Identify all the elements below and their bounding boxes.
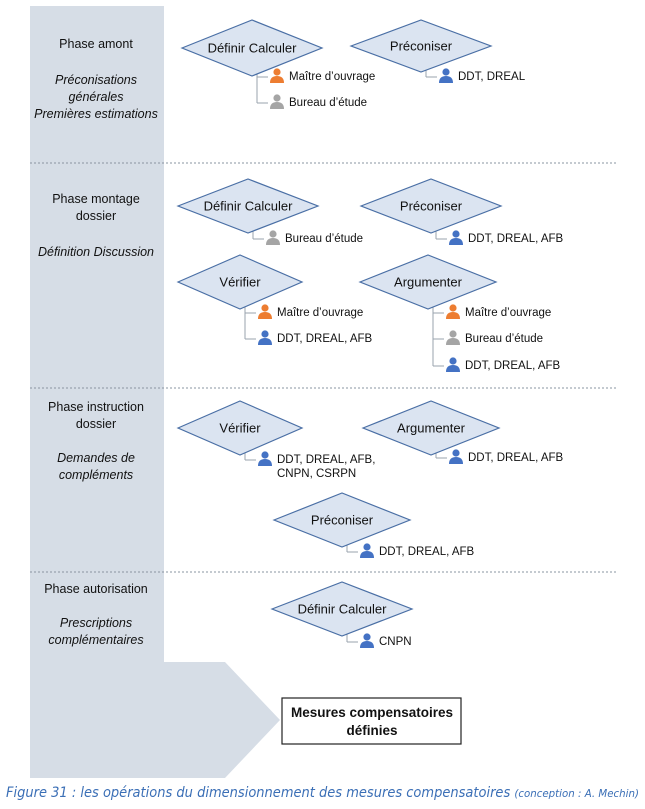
activity-label: Vérifier bbox=[219, 275, 261, 290]
actor-label: DDT, DREAL bbox=[458, 71, 526, 83]
activity-diamond bbox=[176, 254, 304, 310]
phase-subtitle: Premières estimations bbox=[34, 107, 158, 121]
activity-diamond bbox=[361, 400, 501, 456]
phase-subtitle: Préconisations bbox=[55, 73, 137, 87]
activity-diamond bbox=[349, 19, 493, 73]
caption-credit: (conception : A. Mechin) bbox=[514, 787, 639, 800]
activity-label: Vérifier bbox=[219, 421, 261, 436]
person-icon bbox=[446, 330, 460, 345]
person-icon bbox=[446, 304, 460, 319]
phase-column bbox=[30, 6, 280, 778]
activity-label: Préconiser bbox=[390, 39, 453, 54]
actor-label: CNPN bbox=[379, 636, 412, 648]
phase-separators bbox=[30, 162, 617, 573]
actor-label: CNPN, CSRPN bbox=[277, 468, 356, 480]
phase-title: dossier bbox=[76, 209, 116, 223]
activity-diamond bbox=[180, 19, 324, 77]
person-icon bbox=[270, 94, 284, 109]
person-icon bbox=[439, 68, 453, 83]
actor-label: Bureau d’étude bbox=[289, 97, 367, 109]
phase-subtitle: compléments bbox=[59, 468, 133, 482]
actor-label: Maître d’ouvrage bbox=[277, 307, 363, 319]
activity-label: Préconiser bbox=[400, 199, 463, 214]
actor-label: Bureau d’étude bbox=[465, 333, 543, 345]
phase-title: dossier bbox=[76, 417, 116, 431]
phase-title: Phase instruction bbox=[48, 400, 144, 414]
activity-label: Argumenter bbox=[394, 275, 463, 290]
phase-column-arrow bbox=[30, 6, 280, 778]
activity-diamond bbox=[272, 492, 412, 548]
person-icon bbox=[266, 230, 280, 245]
actor-label: Maître d’ouvrage bbox=[289, 71, 375, 83]
activity-diamond bbox=[176, 400, 304, 456]
figure-caption: Figure 31 : les opérations du dimensionn… bbox=[6, 785, 639, 801]
person-icon bbox=[360, 633, 374, 648]
person-icon bbox=[446, 357, 460, 372]
person-icon bbox=[449, 230, 463, 245]
person-icon bbox=[258, 451, 272, 466]
person-icon bbox=[258, 330, 272, 345]
phase-subtitle: Définition Discussion bbox=[38, 245, 154, 259]
actor-label: DDT, DREAL, AFB bbox=[277, 333, 373, 345]
actor-label: Maître d’ouvrage bbox=[465, 307, 551, 319]
phase-title: Phase montage bbox=[52, 192, 140, 206]
activity-label: Définir Calculer bbox=[208, 41, 298, 56]
phase-title: Phase amont bbox=[59, 37, 133, 51]
person-icon bbox=[449, 449, 463, 464]
activity-diamond bbox=[176, 178, 320, 234]
final-box-label: Mesures compensatoires bbox=[291, 705, 453, 720]
activity-label: Définir Calculer bbox=[204, 199, 294, 214]
activity-diamond bbox=[359, 178, 503, 234]
actor-label: DDT, DREAL, AFB, bbox=[277, 454, 375, 466]
actor-label: DDT, DREAL, AFB bbox=[379, 546, 475, 558]
phase-subtitle: Demandes de bbox=[57, 451, 135, 465]
activity-label: Définir Calculer bbox=[298, 602, 388, 617]
final-result: Mesures compensatoires définies bbox=[281, 697, 462, 745]
activity-diamond bbox=[358, 254, 498, 310]
activity-label: Préconiser bbox=[311, 513, 374, 528]
activity-diamond bbox=[270, 581, 414, 637]
phase-title: Phase autorisation bbox=[44, 582, 148, 596]
person-icon bbox=[258, 304, 272, 319]
person-icon bbox=[270, 68, 284, 83]
final-box bbox=[281, 697, 462, 745]
actor-label: Bureau d’étude bbox=[285, 233, 363, 245]
activity-label: Argumenter bbox=[397, 421, 466, 436]
phase-subtitle: générales bbox=[69, 90, 124, 104]
phase-subtitle: Prescriptions bbox=[60, 616, 132, 630]
caption-main: Figure 31 : les opérations du dimensionn… bbox=[6, 785, 514, 801]
person-icon bbox=[360, 543, 374, 558]
actor-label: DDT, DREAL, AFB bbox=[468, 452, 564, 464]
caption-text: Figure 31 : les opérations du dimensionn… bbox=[6, 785, 639, 801]
final-box-label: définies bbox=[346, 723, 397, 738]
actor-label: DDT, DREAL, AFB bbox=[465, 360, 561, 372]
actor-label: DDT, DREAL, AFB bbox=[468, 233, 564, 245]
phase-subtitle: complémentaires bbox=[48, 633, 143, 647]
